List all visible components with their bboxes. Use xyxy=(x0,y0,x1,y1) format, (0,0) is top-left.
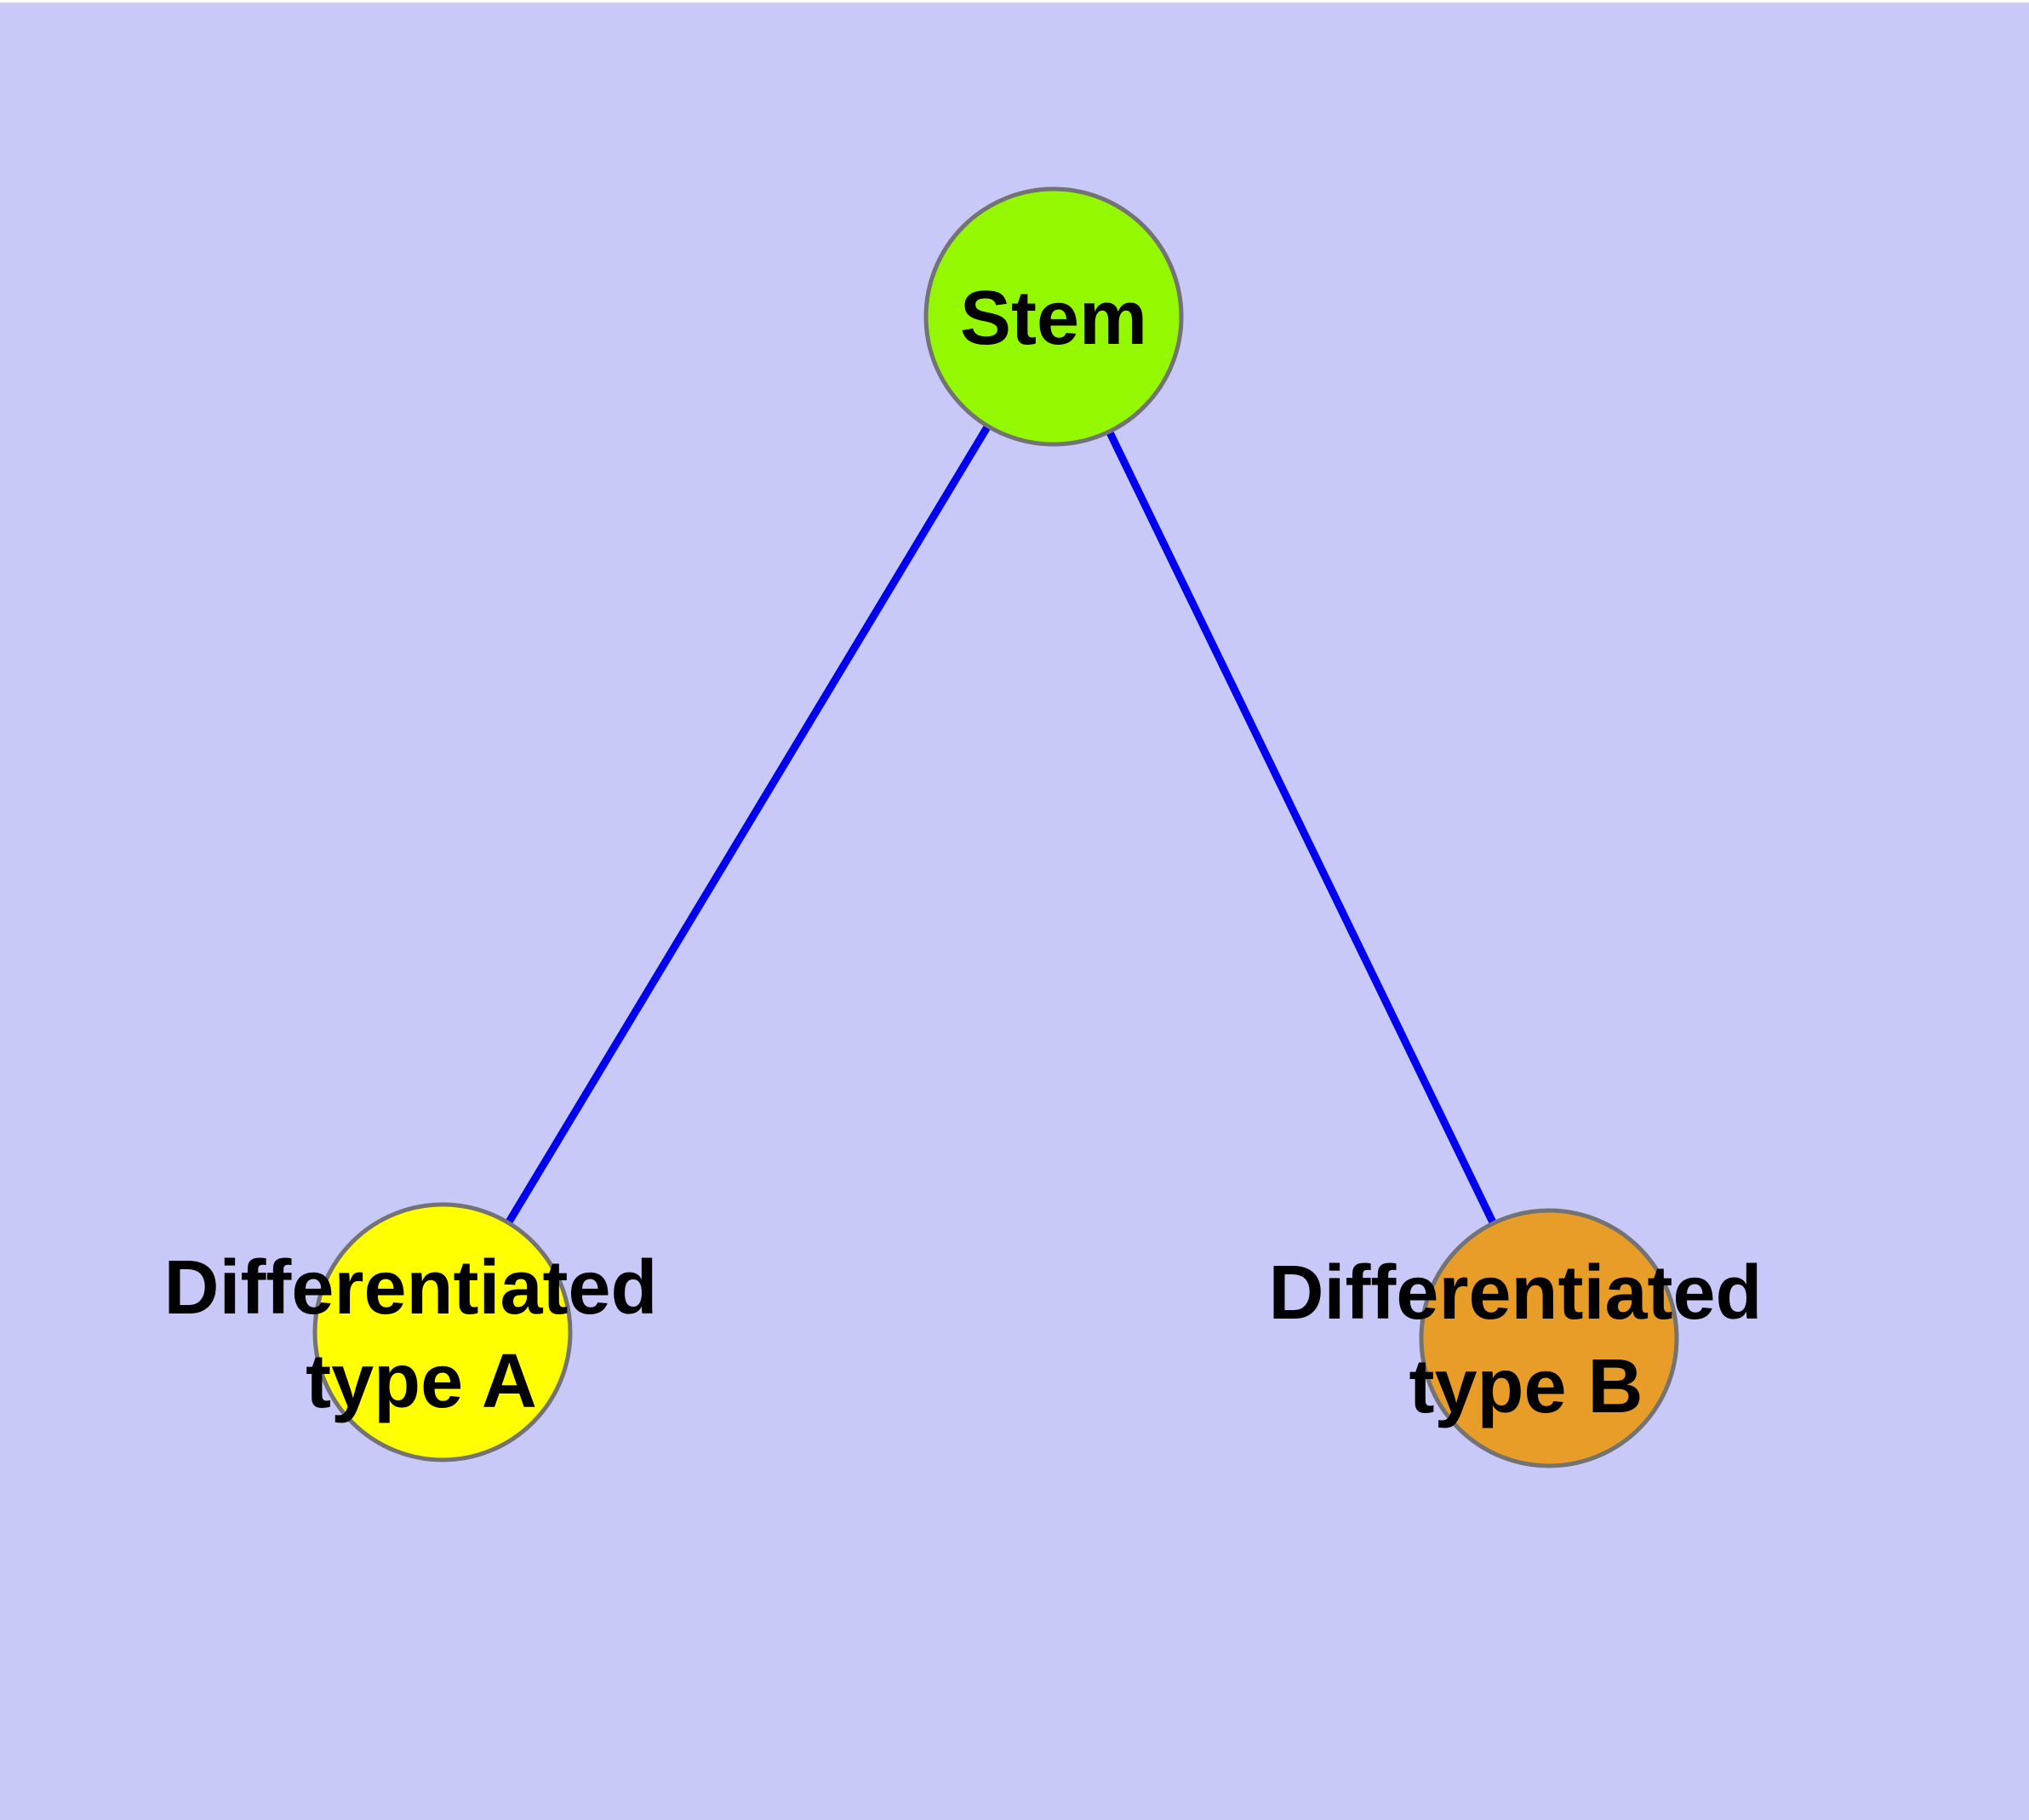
node-stem-circle xyxy=(923,186,1184,447)
edge-stem-to-type-b xyxy=(1049,315,1553,1340)
edge-group xyxy=(439,314,1553,1340)
node-type-b-label: Differentiated type B xyxy=(1268,1251,1783,1429)
node-group xyxy=(312,186,1679,1468)
label-group: Stem Differentiated type A Differentiate… xyxy=(163,276,1783,1429)
node-type-b-label-line1: Differentiated xyxy=(1268,1251,1762,1336)
node-type-a-circle xyxy=(312,1202,573,1462)
node-type-a-label: Differentiated type A xyxy=(163,1245,678,1424)
node-type-b-label-line2: type B xyxy=(1409,1344,1643,1429)
node-stem-label: Stem xyxy=(960,276,1147,361)
node-type-a-label-line2: type A xyxy=(306,1339,537,1424)
node-type-a-label-line1: Differentiated xyxy=(163,1245,657,1331)
node-type-b-circle xyxy=(1419,1208,1679,1468)
edge-stem-to-type-a xyxy=(439,314,1057,1335)
